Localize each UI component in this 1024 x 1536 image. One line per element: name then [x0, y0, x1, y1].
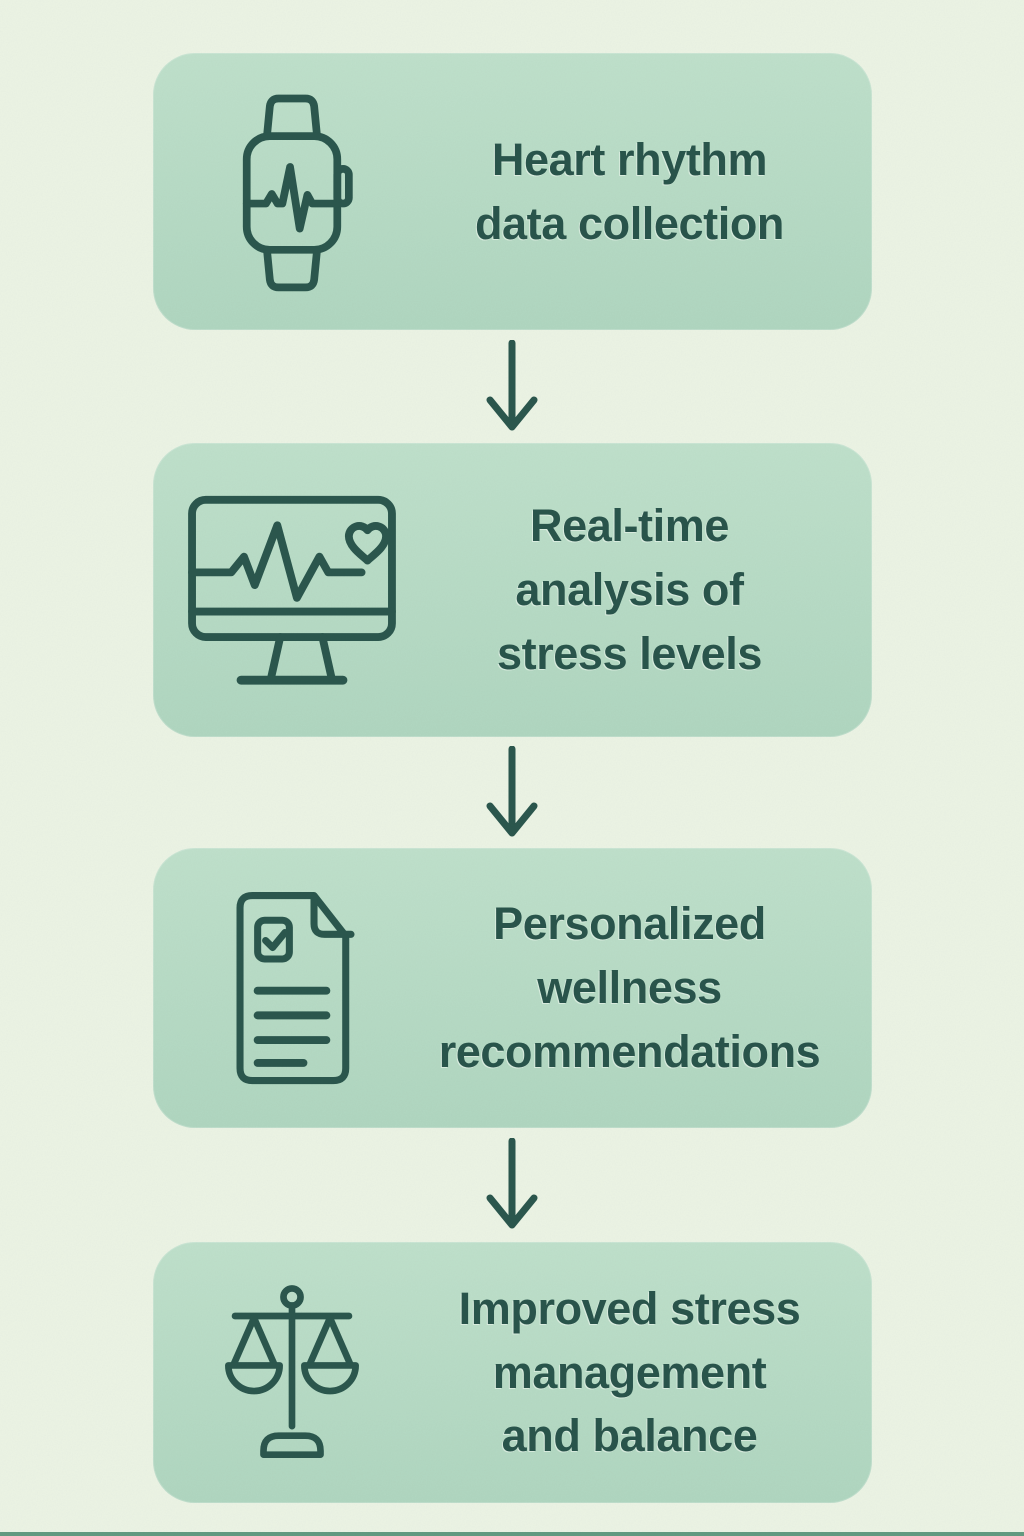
- flow-down-arrow: [482, 1128, 542, 1242]
- step-label: Personalized wellness recommendations: [438, 898, 821, 1077]
- step-card-heart-rhythm: Heart rhythm data collection: [152, 53, 872, 330]
- document-checklist-icon-svg: [236, 891, 355, 1084]
- step-label: Heart rhythm data collection: [474, 133, 785, 249]
- down-arrow-icon: [486, 745, 538, 836]
- balance-scale-icon-svg: [225, 1284, 359, 1458]
- step-card-stress-management: Improved stress management and balance: [152, 1242, 872, 1503]
- down-arrow-icon: [486, 1138, 538, 1229]
- step-card-wellness-recommendations: Personalized wellness recommendations: [152, 848, 872, 1128]
- step-label: Improved stress management and balance: [458, 1282, 801, 1462]
- document-checklist-icon: [153, 885, 418, 1092]
- step-card-realtime-analysis: Real-time analysis of stress levels: [152, 443, 872, 737]
- flow-down-arrow: [482, 737, 542, 848]
- step-label: Real-time analysis of stress levels: [496, 500, 763, 679]
- flow-down-arrow: [482, 330, 542, 443]
- monitor-heart-ecg-icon-svg: [188, 495, 396, 685]
- monitor-heart-ecg-icon: [153, 492, 418, 688]
- smartwatch-ecg-icon: [153, 86, 418, 298]
- smartwatch-ecg-icon-svg: [242, 94, 353, 291]
- down-arrow-icon: [486, 339, 538, 430]
- balance-scale-icon: [153, 1278, 418, 1468]
- bottom-edge-strip: [0, 1532, 1024, 1536]
